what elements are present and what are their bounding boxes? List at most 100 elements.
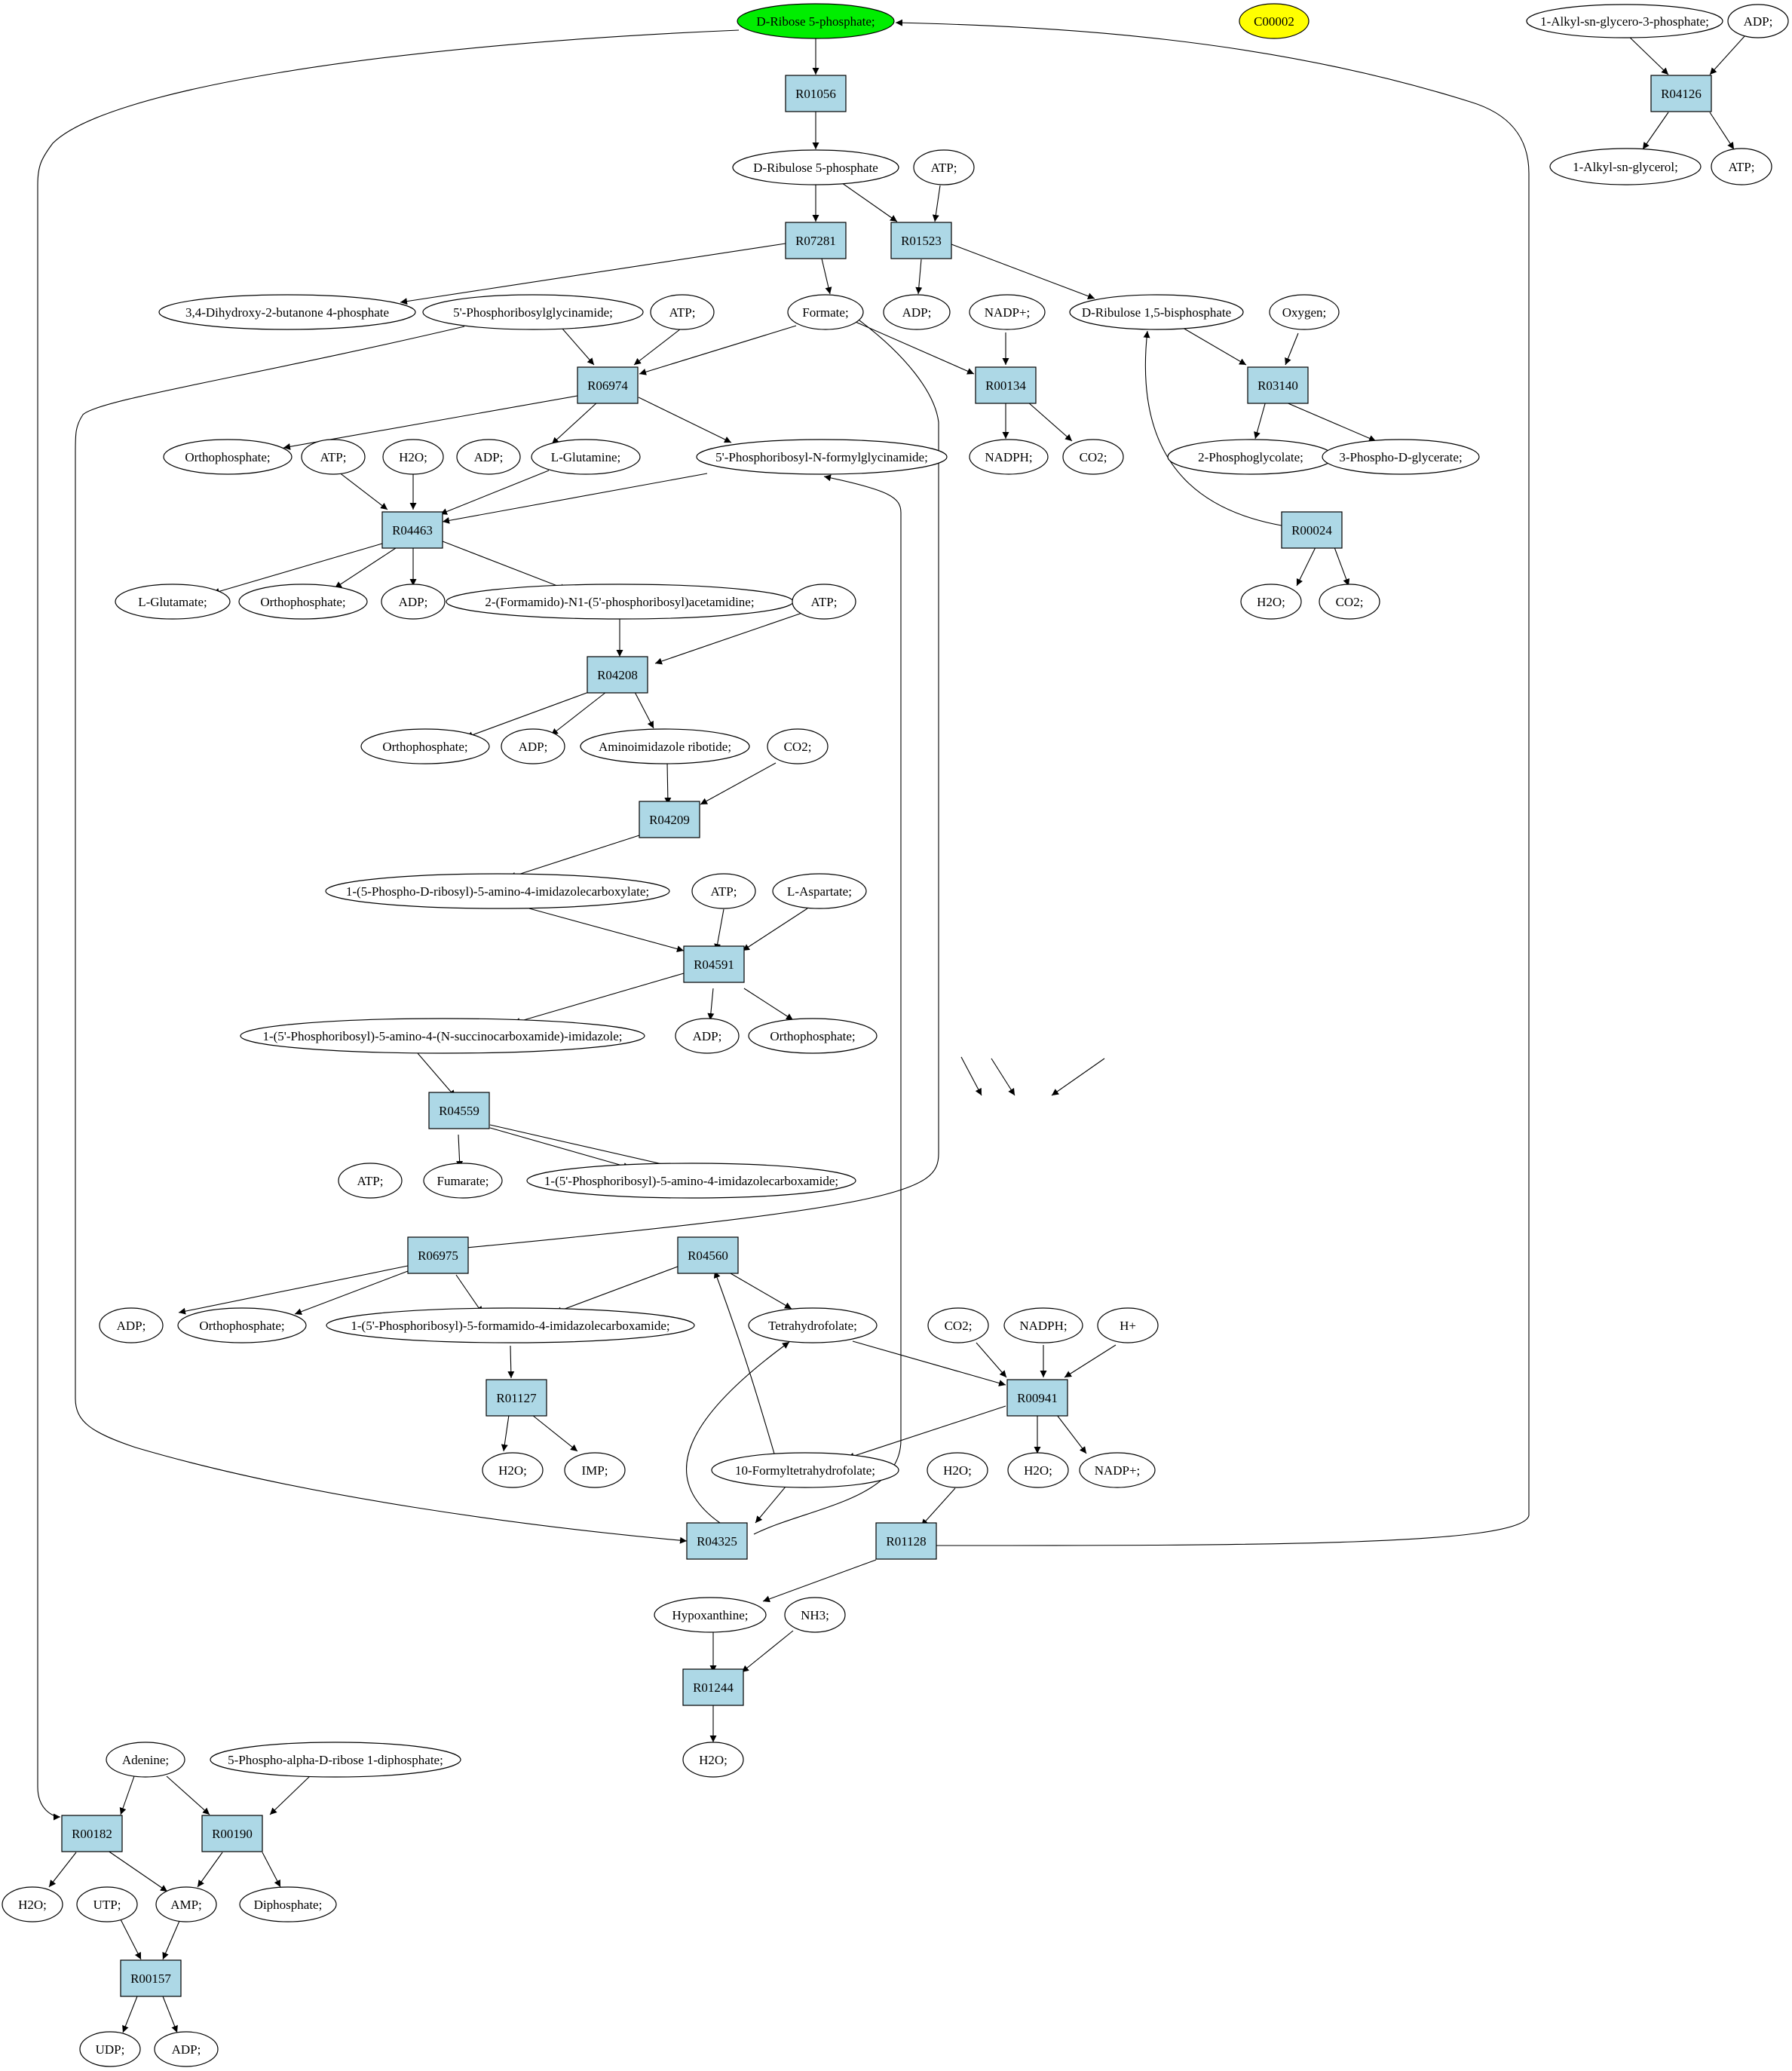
metabolite-node[interactable]: ATP; bbox=[650, 294, 715, 330]
metabolite-node[interactable]: H+ bbox=[1097, 1307, 1159, 1343]
metabolite-node[interactable]: ADP; bbox=[675, 1018, 740, 1054]
reaction-node[interactable]: R04126 bbox=[1650, 75, 1712, 112]
metabolite-node[interactable]: 2-(Formamido)-N1-(5'-phosphoribosyl)acet… bbox=[446, 584, 794, 620]
metabolite-node[interactable]: NADPH; bbox=[1003, 1307, 1083, 1343]
metabolite-node[interactable]: D-Ribulose 5-phosphate bbox=[732, 149, 899, 185]
edge bbox=[102, 1846, 168, 1892]
metabolite-node[interactable]: ADP; bbox=[154, 2031, 219, 2067]
metabolite-node[interactable]: 3,4-Dihydroxy-2-butanone 4-phosphate bbox=[158, 294, 416, 330]
metabolite-node[interactable]: ADP; bbox=[381, 584, 446, 620]
metabolite-node[interactable]: Orthophosphate; bbox=[177, 1307, 307, 1343]
metabolite-node[interactable]: Orthophosphate; bbox=[238, 584, 368, 620]
metabolite-node[interactable]: ATP; bbox=[691, 873, 756, 909]
metabolite-node[interactable]: UTP; bbox=[76, 1886, 138, 1922]
metabolite-node[interactable]: 5'-Phosphoribosylglycinamide; bbox=[422, 294, 644, 330]
metabolite-node[interactable]: NH3; bbox=[784, 1597, 846, 1633]
metabolite-node[interactable]: Hypoxanthine; bbox=[654, 1597, 767, 1633]
metabolite-node[interactable]: 5'-Phosphoribosyl-N-formylglycinamide; bbox=[696, 439, 948, 475]
metabolite-node[interactable]: ATP; bbox=[301, 439, 366, 475]
metabolite-node[interactable]: Tetrahydrofolate; bbox=[748, 1307, 878, 1343]
metabolite-node[interactable]: CO2; bbox=[1319, 584, 1380, 620]
metabolite-node[interactable]: NADP+; bbox=[969, 294, 1046, 330]
metabolite-node[interactable]: 3-Phospho-D-glycerate; bbox=[1322, 439, 1480, 475]
metabolite-node[interactable]: Orthophosphate; bbox=[360, 728, 490, 764]
reaction-node[interactable]: R04559 bbox=[428, 1092, 490, 1129]
reaction-node[interactable]: R01523 bbox=[890, 222, 952, 259]
reaction-node[interactable]: R04560 bbox=[677, 1236, 739, 1274]
metabolite-node[interactable]: H2O; bbox=[1240, 584, 1302, 620]
metabolite-node[interactable]: UDP; bbox=[79, 2031, 141, 2067]
metabolite-node[interactable]: 1-(5'-Phosphoribosyl)-5-amino-4-imidazol… bbox=[526, 1163, 856, 1199]
metabolite-node[interactable]: H2O; bbox=[927, 1452, 988, 1488]
metabolite-node[interactable]: 1-(5'-Phosphoribosyl)-5-amino-4-(N-succi… bbox=[240, 1018, 645, 1054]
metabolite-node[interactable]: CO2; bbox=[767, 728, 829, 764]
metabolite-node[interactable]: 5-Phospho-alpha-D-ribose 1-diphosphate; bbox=[210, 1742, 461, 1778]
reaction-node[interactable]: R01127 bbox=[486, 1379, 547, 1417]
metabolite-node[interactable]: ADP; bbox=[883, 294, 951, 330]
metabolite-node[interactable]: Adenine; bbox=[106, 1742, 185, 1778]
reaction-node[interactable]: R04325 bbox=[686, 1522, 748, 1560]
reaction-node[interactable]: R00190 bbox=[201, 1815, 263, 1852]
metabolite-node[interactable]: D-Ribulose 1,5-bisphosphate bbox=[1069, 294, 1244, 330]
metabolite-node[interactable]: 2-Phosphoglycolate; bbox=[1167, 439, 1334, 475]
reaction-node[interactable]: R04591 bbox=[683, 945, 745, 983]
edge bbox=[400, 243, 786, 305]
metabolite-node[interactable]: CO2; bbox=[1062, 439, 1124, 475]
metabolite-node[interactable]: Formate; bbox=[787, 294, 864, 330]
reaction-node[interactable]: R06974 bbox=[577, 366, 639, 404]
metabolite-node[interactable]: NADP+; bbox=[1079, 1452, 1156, 1488]
reaction-node[interactable]: R04463 bbox=[381, 511, 443, 549]
reaction-node[interactable]: R03140 bbox=[1247, 366, 1309, 404]
metabolite-node[interactable]: ATP; bbox=[913, 149, 975, 185]
metabolite-node[interactable]: 1-(5'-Phosphoribosyl)-5-formamido-4-imid… bbox=[326, 1307, 695, 1343]
reaction-node[interactable]: R04208 bbox=[587, 656, 648, 694]
edge bbox=[550, 691, 607, 736]
metabolite-node[interactable]: 1-Alkyl-sn-glycero-3-phosphate; bbox=[1526, 4, 1723, 38]
metabolite-node[interactable]: Orthophosphate; bbox=[163, 439, 293, 475]
metabolite-node[interactable]: H2O; bbox=[382, 439, 444, 475]
metabolite-node[interactable]: Fumarate; bbox=[423, 1163, 503, 1199]
metabolite-node[interactable]: IMP; bbox=[564, 1452, 626, 1488]
metabolite-label: ADP; bbox=[693, 1029, 722, 1043]
metabolite-node[interactable]: Oxygen; bbox=[1269, 294, 1340, 330]
edge bbox=[75, 326, 688, 1544]
metabolite-node[interactable]: ATP; bbox=[338, 1163, 403, 1199]
metabolite-node[interactable]: AMP; bbox=[155, 1886, 217, 1922]
metabolite-node[interactable]: ATP; bbox=[792, 584, 856, 620]
metabolite-node[interactable]: Aminoimidazole ribotide; bbox=[580, 728, 750, 764]
reaction-node[interactable]: R00157 bbox=[120, 1959, 182, 1997]
metabolite-node[interactable]: L-Glutamine; bbox=[531, 439, 641, 475]
metabolite-node[interactable]: ADP; bbox=[99, 1307, 164, 1343]
reaction-node[interactable]: R00134 bbox=[975, 366, 1037, 404]
metabolite-node[interactable]: NADPH; bbox=[969, 439, 1049, 475]
reaction-node[interactable]: R00024 bbox=[1281, 511, 1343, 549]
reaction-node[interactable]: R06975 bbox=[407, 1236, 469, 1274]
metabolite-node[interactable]: H2O; bbox=[1007, 1452, 1069, 1488]
metabolite-node[interactable]: ADP; bbox=[456, 439, 521, 475]
metabolite-node[interactable]: 1-(5-Phospho-D-ribosyl)-5-amino-4-imidaz… bbox=[325, 873, 670, 909]
reaction-label: R01523 bbox=[901, 234, 942, 248]
reaction-node[interactable]: R01128 bbox=[875, 1522, 937, 1560]
metabolite-node[interactable]: ATP; bbox=[1711, 148, 1772, 185]
metabolite-node[interactable]: CO2; bbox=[927, 1307, 989, 1343]
metabolite-node[interactable]: D-Ribose 5-phosphate; bbox=[737, 3, 895, 39]
metabolite-node[interactable]: H2O; bbox=[2, 1886, 63, 1922]
metabolite-node[interactable]: ADP; bbox=[1727, 4, 1789, 38]
reaction-node[interactable]: R07281 bbox=[785, 222, 847, 259]
reaction-node[interactable]: R01056 bbox=[785, 75, 847, 112]
metabolite-node[interactable]: H2O; bbox=[682, 1742, 744, 1778]
metabolite-node[interactable]: H2O; bbox=[482, 1452, 544, 1488]
reaction-node[interactable]: R04209 bbox=[639, 801, 700, 838]
metabolite-node[interactable]: L-Aspartate; bbox=[772, 873, 867, 909]
metabolite-node[interactable]: ADP; bbox=[501, 728, 565, 764]
metabolite-node[interactable]: Diphosphate; bbox=[239, 1886, 337, 1922]
metabolite-node[interactable]: Orthophosphate; bbox=[748, 1018, 878, 1054]
reaction-node[interactable]: R01244 bbox=[682, 1668, 744, 1706]
metabolite-node[interactable]: C00002 bbox=[1239, 3, 1310, 39]
metabolite-node[interactable]: 10-Formyltetrahydrofolate; bbox=[711, 1452, 899, 1488]
metabolite-node[interactable]: 1-Alkyl-sn-glycerol; bbox=[1549, 148, 1702, 185]
pathway-nodes: D-Ribose 5-phosphate; C00002 1-Alkyl-sn-gl… bbox=[2, 3, 1789, 2067]
reaction-node[interactable]: R00182 bbox=[61, 1815, 123, 1852]
reaction-node[interactable]: R00941 bbox=[1006, 1379, 1068, 1417]
metabolite-node[interactable]: L-Glutamate; bbox=[115, 584, 231, 620]
